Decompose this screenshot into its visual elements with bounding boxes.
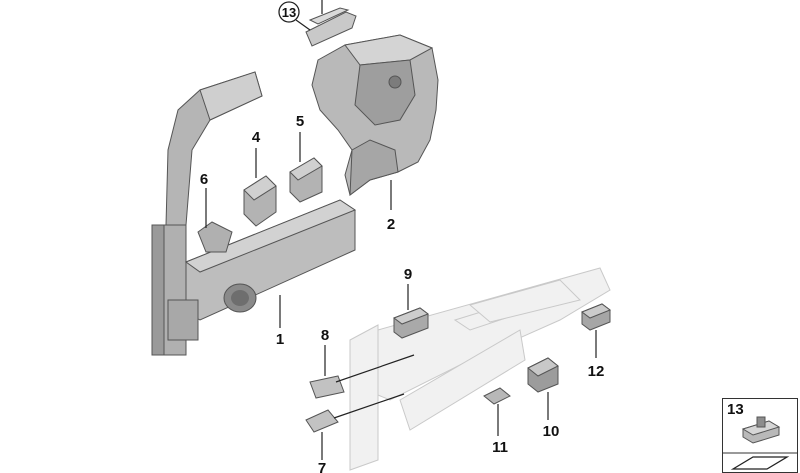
callout-10[interactable]: 10 (543, 423, 560, 440)
callout-7[interactable]: 7 (318, 460, 326, 473)
callout-9[interactable]: 9 (404, 266, 412, 283)
callout-5[interactable]: 5 (296, 113, 304, 130)
part-4-bracket[interactable] (243, 175, 277, 227)
part-11-plate[interactable] (483, 387, 511, 405)
inset-drawing (723, 416, 797, 470)
part-2-wheelhouse[interactable] (311, 34, 439, 197)
part-7-plate[interactable] (305, 409, 339, 433)
part-6-bracket[interactable] (197, 221, 233, 253)
part-12-block[interactable] (580, 303, 612, 331)
callout-12[interactable]: 12 (588, 363, 605, 380)
part-9-block[interactable] (392, 307, 430, 339)
ghost-assembly (349, 267, 611, 471)
callout-13[interactable]: 13 (282, 5, 296, 20)
callout-11[interactable]: 11 (492, 439, 508, 456)
inset-label: 13 (727, 401, 744, 418)
leader-13 (295, 19, 311, 31)
part-8-plate[interactable] (309, 375, 345, 399)
part-top-plate[interactable] (305, 7, 357, 47)
detail-inset-13[interactable]: 13 (722, 398, 798, 473)
leader-8b (335, 354, 415, 383)
part-10-block[interactable] (527, 357, 559, 393)
callout-8[interactable]: 8 (321, 327, 329, 344)
callout-4[interactable]: 4 (252, 129, 261, 146)
part-1-frame[interactable] (151, 71, 357, 356)
callout-1[interactable]: 1 (276, 331, 284, 348)
callout-13-circle (278, 1, 300, 23)
callout-6[interactable]: 6 (200, 171, 208, 188)
callout-2[interactable]: 2 (387, 216, 395, 233)
leader-7b (333, 393, 405, 419)
part-5-bracket[interactable] (289, 157, 323, 203)
